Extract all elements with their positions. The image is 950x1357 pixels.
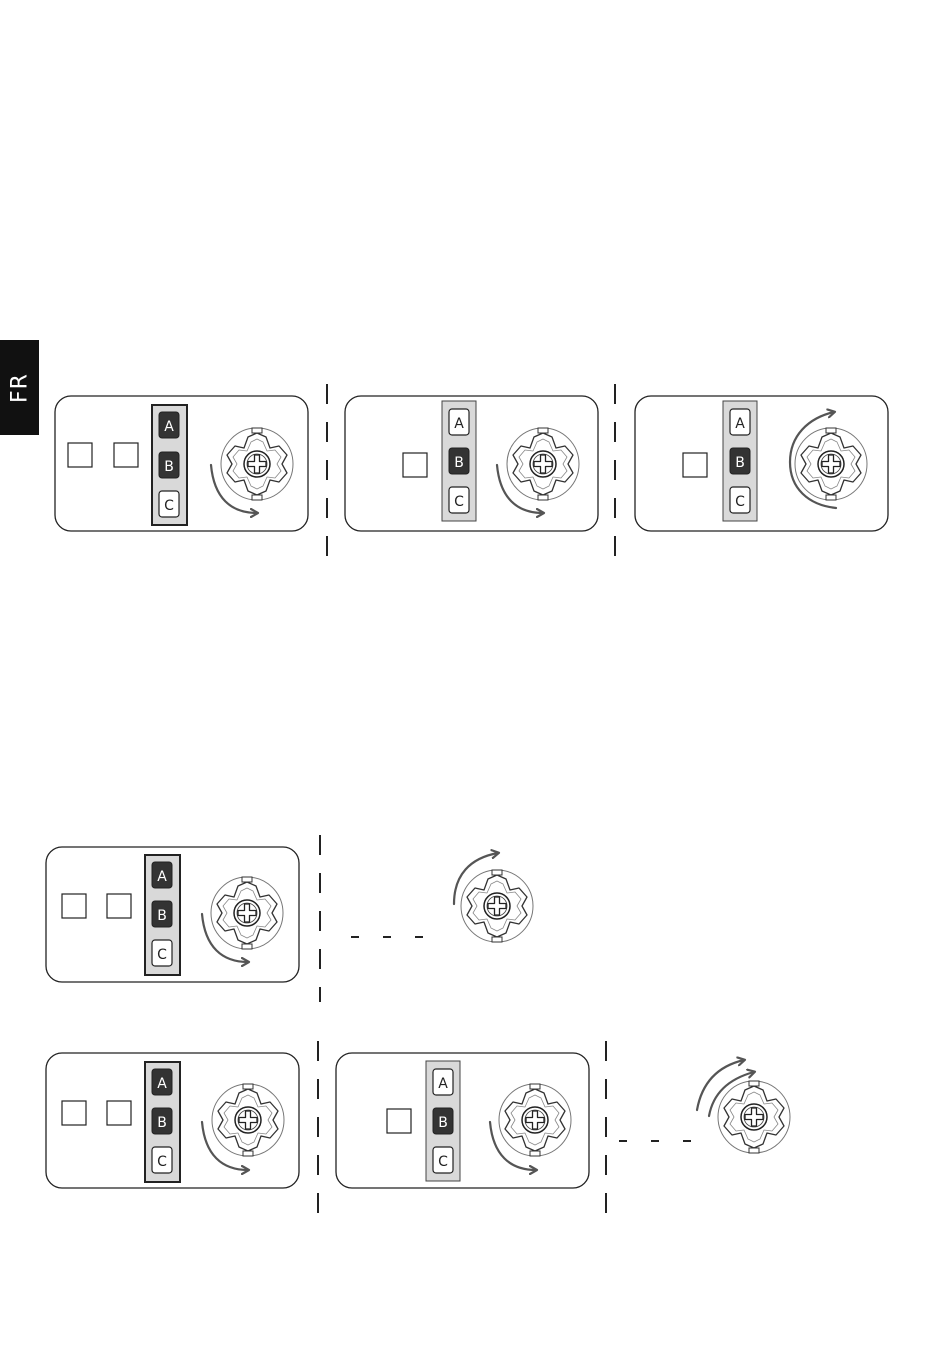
rotary-knob-icon [795, 428, 867, 500]
key-a-label: A [438, 1076, 448, 1092]
key-b: B [159, 452, 179, 478]
key-a: A [730, 409, 750, 435]
key-c: C [152, 1147, 172, 1173]
key-b-label: B [454, 455, 464, 471]
key-a-label: A [157, 869, 167, 885]
key-b: B [152, 1108, 172, 1134]
key-b: B [449, 448, 469, 474]
key-b-label: B [438, 1115, 448, 1131]
rotary-knob-icon [718, 1081, 790, 1153]
key-c-label: C [157, 1154, 167, 1170]
control-panel-step-3: A B C [635, 396, 888, 531]
key-b-label: B [735, 455, 745, 471]
key-b-label: B [164, 459, 174, 475]
key-c: C [433, 1147, 453, 1173]
rotary-knob-icon [212, 1084, 284, 1156]
key-c: C [730, 487, 750, 513]
key-c: C [449, 487, 469, 513]
key-c-label: C [157, 947, 167, 963]
control-panel-row2: A B C [46, 847, 299, 982]
key-b-label: B [157, 1115, 167, 1131]
knob-turn-continuation [351, 853, 533, 942]
key-c-label: C [454, 494, 464, 510]
key-b-label: B [157, 908, 167, 924]
indicator-square-icon [68, 443, 92, 467]
key-c-label: C [164, 498, 174, 514]
rotary-knob-icon [211, 877, 283, 949]
key-a: A [449, 409, 469, 435]
key-a-label: A [454, 416, 464, 432]
key-b: B [152, 901, 172, 927]
indicator-square-icon [107, 1101, 131, 1125]
rotary-knob-icon [221, 428, 293, 500]
key-a: A [159, 412, 179, 438]
key-a: A [152, 862, 172, 888]
indicator-square-icon [62, 1101, 86, 1125]
key-b: B [433, 1108, 453, 1134]
key-a-label: A [164, 419, 174, 435]
rotary-knob-icon [461, 870, 533, 942]
key-a: A [152, 1069, 172, 1095]
key-c: C [152, 940, 172, 966]
control-panel-step-1: A B C [55, 396, 308, 531]
key-a: A [433, 1069, 453, 1095]
control-panel-step-2: A B C [345, 396, 598, 531]
indicator-square-icon [387, 1109, 411, 1133]
indicator-square-icon [114, 443, 138, 467]
indicator-square-icon [107, 894, 131, 918]
rotary-knob-icon [499, 1084, 571, 1156]
key-a-label: A [157, 1076, 167, 1092]
key-a-label: A [735, 416, 745, 432]
indicator-square-icon [62, 894, 86, 918]
rotary-knob-icon [507, 428, 579, 500]
key-c: C [159, 491, 179, 517]
key-c-label: C [438, 1154, 448, 1170]
indicator-square-icon [403, 453, 427, 477]
control-panel-row3-step-2: A B C [336, 1053, 589, 1188]
key-b: B [730, 448, 750, 474]
key-c-label: C [735, 494, 745, 510]
control-panel-row3-step-1: A B C [46, 1053, 299, 1188]
indicator-square-icon [683, 453, 707, 477]
knob-double-turn-continuation [619, 1060, 790, 1153]
